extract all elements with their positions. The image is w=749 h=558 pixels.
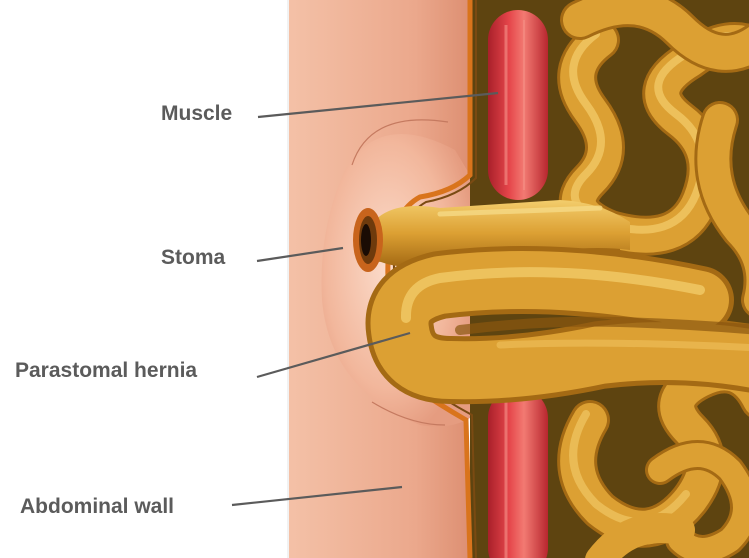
muscle-label: Muscle [161, 102, 232, 125]
parastomal-hernia-label: Parastomal hernia [15, 359, 197, 382]
stoma-opening [361, 224, 371, 256]
stoma-label: Stoma [161, 246, 226, 269]
muscle-upper [488, 10, 548, 200]
muscle-lower [488, 388, 548, 558]
abdominal-wall-label: Abdominal wall [20, 495, 174, 518]
